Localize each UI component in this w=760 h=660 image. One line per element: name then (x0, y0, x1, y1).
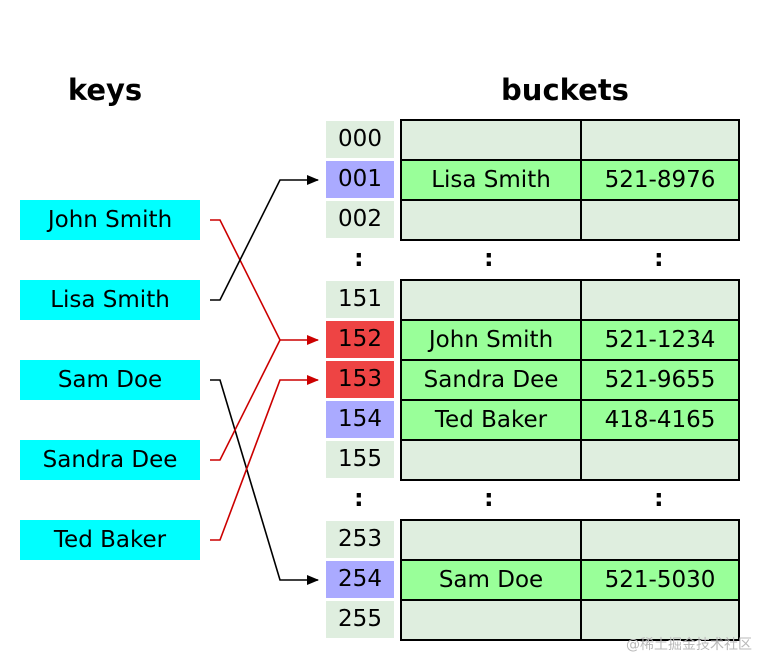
bucket-index-152: 152 (326, 321, 394, 358)
bucket-index-001: 001 (326, 161, 394, 198)
bucket-name-cell: Sam Doe (402, 561, 582, 601)
bucket-name-cell (402, 121, 582, 161)
bucket-index-151: 151 (326, 281, 394, 318)
bucket-name-cell: John Smith (402, 321, 582, 361)
bucket-row-000 (402, 121, 740, 161)
arrow-ted-baker-to-153 (210, 375, 319, 541)
arrow-sam-doe-to-254 (210, 379, 319, 585)
ellipsis-index-2: : (354, 484, 364, 512)
bucket-name-cell: Sandra Dee (402, 361, 582, 401)
key-ted-baker: Ted Baker (20, 520, 200, 560)
bucket-row-153: Sandra Dee 521-9655 (402, 361, 740, 401)
arrow-john-smith-to-152 (210, 219, 319, 345)
bucket-row-152: John Smith 521-1234 (402, 321, 740, 361)
bucket-name-cell (402, 521, 582, 561)
ellipsis-name-2: : (484, 484, 494, 512)
bucket-phone-cell (582, 441, 740, 481)
ellipsis-phone-2: : (654, 484, 664, 512)
bucket-index-255: 255 (326, 601, 394, 638)
bucket-table-group2: John Smith 521-1234 Sandra Dee 521-9655 … (400, 279, 740, 481)
ellipsis-phone-1: : (654, 244, 664, 272)
bucket-row-253 (402, 521, 740, 561)
bucket-row-151 (402, 281, 740, 321)
bucket-index-253: 253 (326, 521, 394, 558)
bucket-name-cell: Ted Baker (402, 401, 582, 441)
bucket-phone-cell: 521-8976 (582, 161, 740, 201)
key-john-smith: John Smith (20, 200, 200, 240)
bucket-row-001: Lisa Smith 521-8976 (402, 161, 740, 201)
bucket-phone-cell (582, 281, 740, 321)
arrow-sandra-dee-to-152 (210, 339, 281, 461)
bucket-name-cell: Lisa Smith (402, 161, 582, 201)
watermark: @稀土掘金技术社区 (626, 637, 752, 653)
ellipsis-name-1: : (484, 244, 494, 272)
bucket-phone-cell (582, 121, 740, 161)
bucket-row-154: Ted Baker 418-4165 (402, 401, 740, 441)
bucket-phone-cell: 521-1234 (582, 321, 740, 361)
bucket-phone-cell (582, 201, 740, 241)
ellipsis-index-1: : (354, 244, 364, 272)
bucket-index-154: 154 (326, 401, 394, 438)
key-sam-doe: Sam Doe (20, 360, 200, 400)
bucket-row-002 (402, 201, 740, 241)
bucket-row-255 (402, 601, 740, 641)
bucket-index-002: 002 (326, 201, 394, 238)
bucket-phone-cell: 418-4165 (582, 401, 740, 441)
bucket-row-155 (402, 441, 740, 481)
bucket-phone-cell (582, 521, 740, 561)
bucket-index-153: 153 (326, 361, 394, 398)
bucket-name-cell (402, 281, 582, 321)
bucket-name-cell (402, 601, 582, 641)
key-lisa-smith: Lisa Smith (20, 280, 200, 320)
bucket-phone-cell: 521-5030 (582, 561, 740, 601)
arrow-lisa-smith-to-001 (210, 175, 319, 301)
bucket-index-254: 254 (326, 561, 394, 598)
bucket-row-254: Sam Doe 521-5030 (402, 561, 740, 601)
bucket-table-group3: Sam Doe 521-5030 (400, 519, 740, 641)
bucket-name-cell (402, 441, 582, 481)
bucket-index-155: 155 (326, 441, 394, 478)
key-sandra-dee: Sandra Dee (20, 440, 200, 480)
bucket-name-cell (402, 201, 582, 241)
buckets-title: buckets (501, 73, 629, 107)
bucket-phone-cell: 521-9655 (582, 361, 740, 401)
bucket-table-group1: Lisa Smith 521-8976 (400, 119, 740, 241)
bucket-index-000: 000 (326, 121, 394, 158)
bucket-phone-cell (582, 601, 740, 641)
keys-title: keys (67, 73, 143, 107)
